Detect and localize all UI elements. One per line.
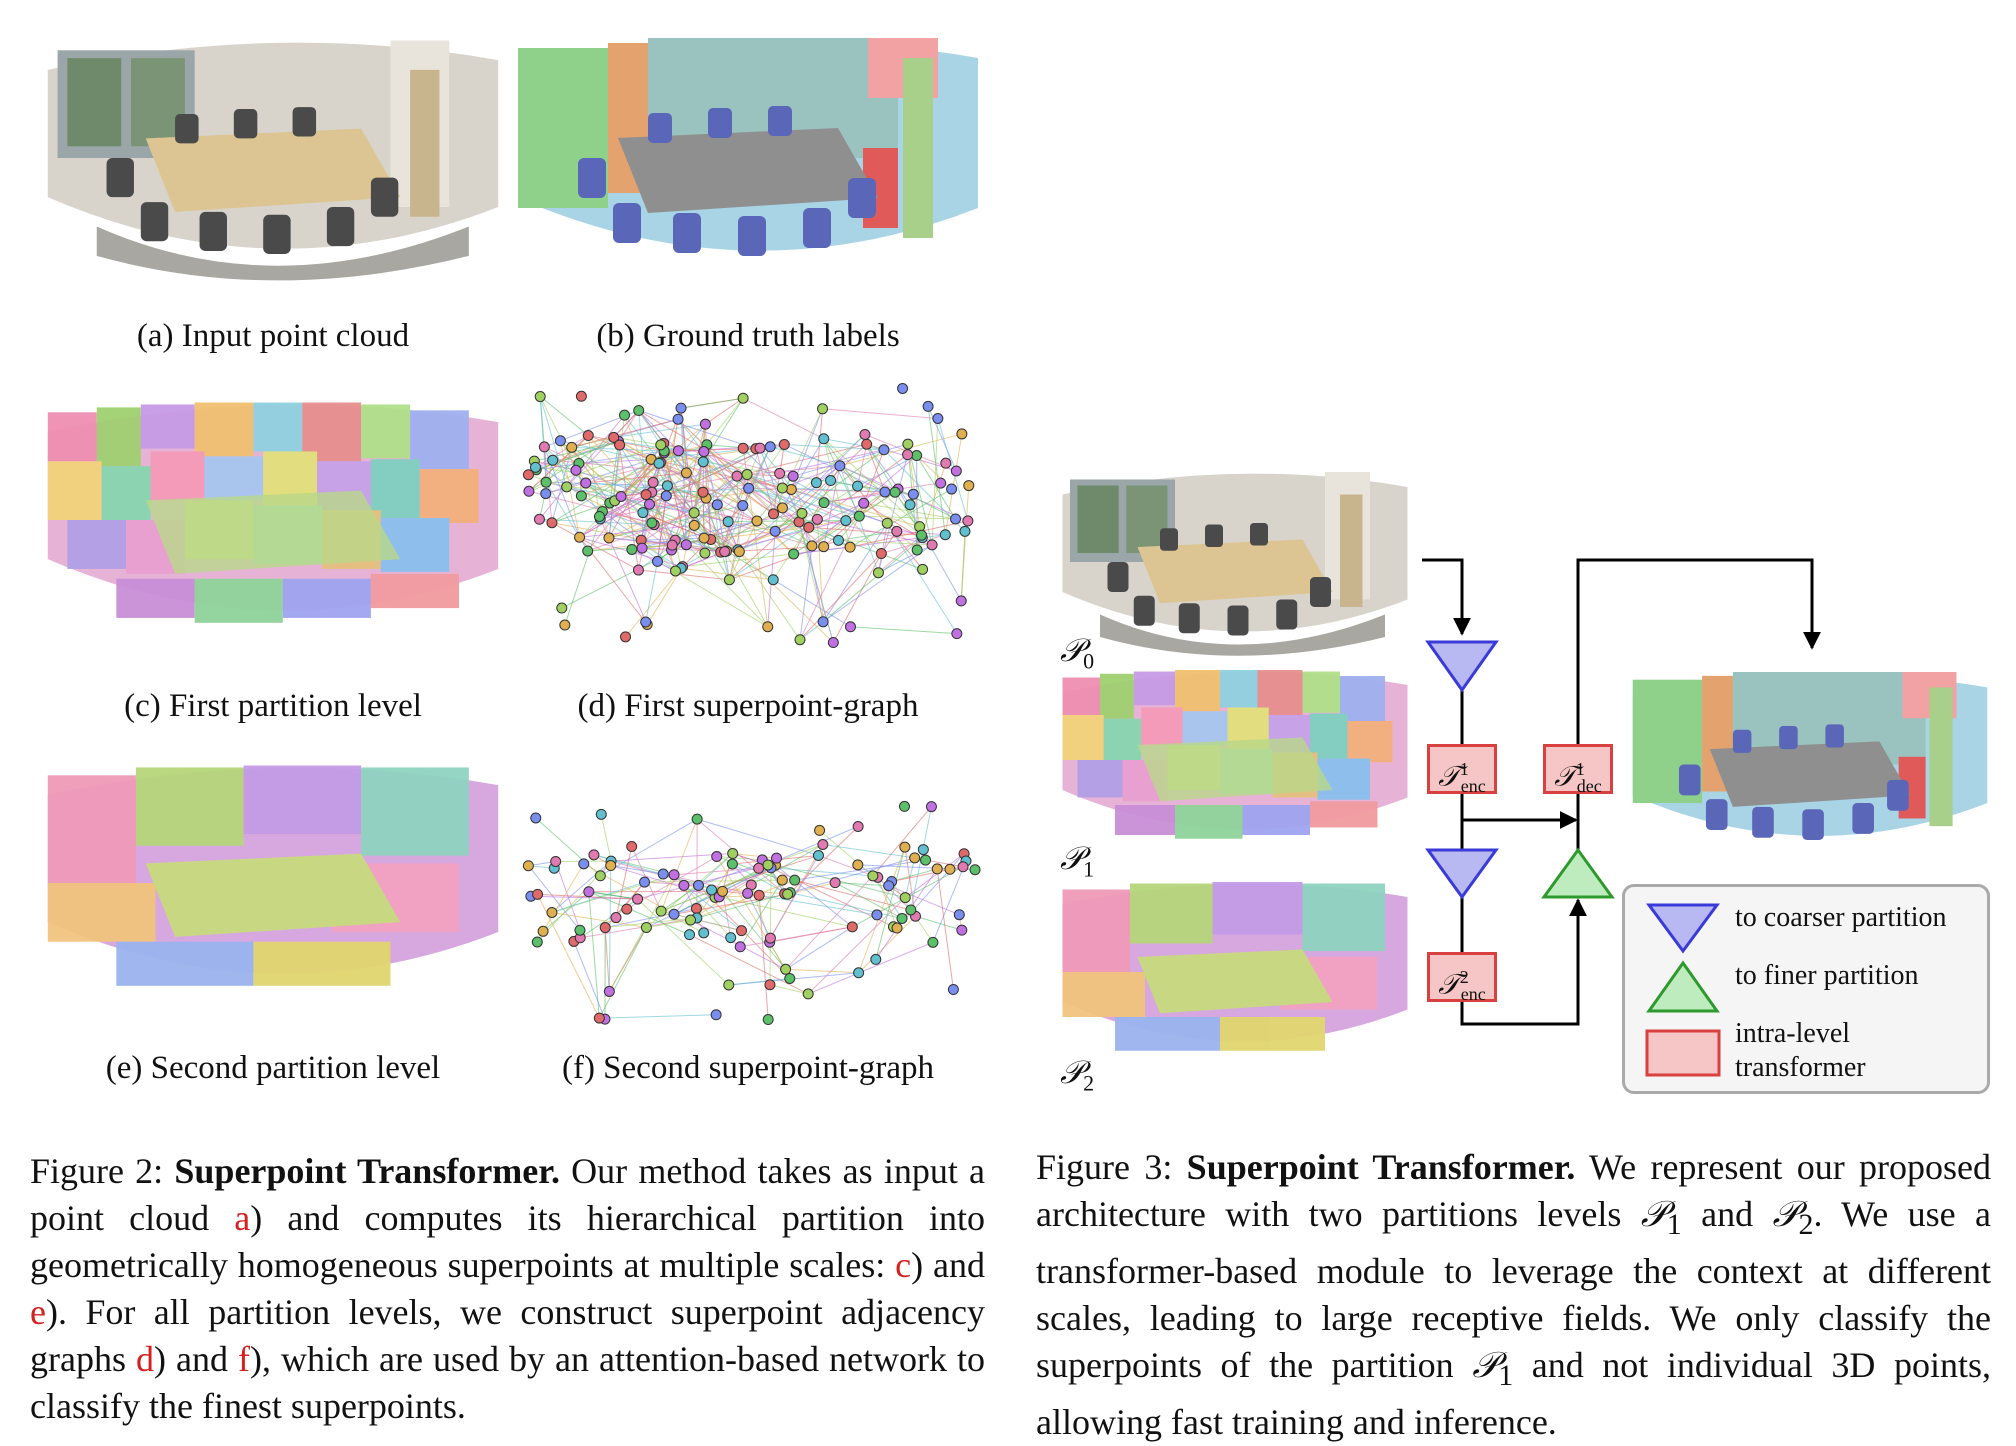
fig3-triangle-down-2 xyxy=(1428,850,1496,897)
fig3-legend: to coarser partition to finer partition … xyxy=(1622,884,1990,1094)
legend-transformer-label-1: intra-level xyxy=(1735,1017,1850,1051)
legend-triangle-up-icon xyxy=(1649,963,1717,1011)
legend-triangle-down-icon xyxy=(1649,905,1717,951)
fig3-caption: Figure 3: Superpoint Transformer. We rep… xyxy=(1036,1144,1991,1446)
fig3-caption-label: Figure 3: xyxy=(1036,1147,1172,1187)
legend-coarser-label: to coarser partition xyxy=(1735,901,1946,935)
fig3-caption-title: Superpoint Transformer. xyxy=(1187,1147,1576,1187)
arrow-input-to-encoder xyxy=(1422,560,1462,634)
legend-transformer-icon xyxy=(1647,1031,1719,1075)
legend-transformer-label-2: transformer xyxy=(1735,1051,1866,1085)
legend-finer-label: to finer partition xyxy=(1735,959,1919,993)
arrow-decoder-to-output xyxy=(1578,560,1812,752)
fig3-block-t-enc-2: 𝒯2enc xyxy=(1427,952,1497,1002)
fig3-caption-text-2: and xyxy=(1682,1194,1773,1234)
fig3-block-t-dec-1: 𝒯1dec xyxy=(1543,744,1613,794)
fig3-triangle-down-1 xyxy=(1428,642,1496,690)
fig3-block-t-enc-1: 𝒯1enc xyxy=(1427,744,1497,794)
fig3-triangle-up xyxy=(1544,850,1612,897)
